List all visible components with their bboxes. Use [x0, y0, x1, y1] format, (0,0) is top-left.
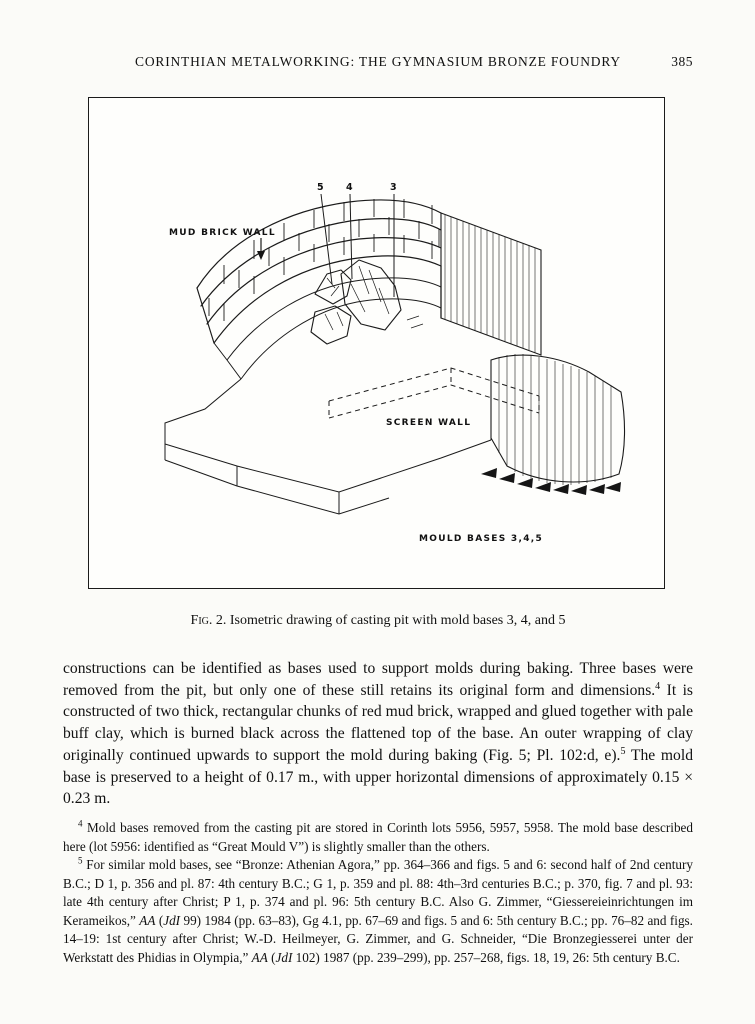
- mold-bases-cluster: [310, 259, 424, 345]
- figure-caption-label: Fig. 2.: [190, 613, 227, 628]
- footnote-4-number: 4: [78, 818, 83, 829]
- footnotes-block: 4 Mold bases removed from the casting pi…: [63, 819, 693, 967]
- footnote-5-text-5: 102) 1987 (pp. 239–299), pp. 257–268, fi…: [292, 949, 680, 965]
- running-head-title: CORINTHIAN METALWORKING: THE GYMNASIUM B…: [135, 54, 621, 69]
- body-text-part-1: constructions can be identified as bases…: [63, 660, 693, 699]
- mold-base-number-4: 4: [346, 182, 353, 193]
- footnote-5-text-4: (: [267, 949, 276, 965]
- running-head: CORINTHIAN METALWORKING: THE GYMNASIUM B…: [63, 54, 693, 70]
- down-arrow-icon: [257, 238, 265, 260]
- footnote-4: 4 Mold bases removed from the casting pi…: [63, 819, 693, 856]
- mud-brick-wall-lines: [196, 199, 442, 344]
- casting-pit-isometric-drawing: 5 4 3 MUD BRICK WALL SCREEN WALL MOULD B…: [164, 182, 626, 544]
- footnote-5-text-1: For similar mold bases, see “Bronze: Ath…: [63, 857, 693, 928]
- footnote-5: 5 For similar mold bases, see “Bronze: A…: [63, 856, 693, 967]
- body-text-part-2: It is constructed of two thick, rectangu…: [63, 681, 693, 764]
- footnote-5-italic-1: AA: [139, 912, 156, 928]
- body-paragraph: constructions can be identified as bases…: [63, 658, 693, 810]
- screen-wall-label: SCREEN WALL: [386, 418, 471, 428]
- footnote-ref-4: 4: [655, 680, 661, 692]
- body-text-part-3: The mold base is preserved to a height o…: [63, 746, 693, 808]
- number-leader-lines: [320, 193, 395, 297]
- figure-caption-text: Isometric drawing of casting pit with mo…: [226, 613, 566, 628]
- screen-wall-dashed-lines: [328, 367, 540, 419]
- footnote-5-number: 5: [78, 855, 83, 866]
- page-number: 385: [671, 54, 693, 69]
- figure-caption: Fig. 2. Isometric drawing of casting pit…: [63, 613, 693, 629]
- footnote-ref-5: 5: [620, 745, 626, 757]
- figure-2-box: 5 4 3 MUD BRICK WALL SCREEN WALL MOULD B…: [88, 97, 665, 589]
- right-hatched-wall: [440, 212, 542, 356]
- footnote-5-text-2: (: [155, 912, 164, 928]
- stake-row: [481, 468, 621, 495]
- footnote-5-italic-3: AA: [251, 949, 268, 965]
- mud-brick-wall-label: MUD BRICK WALL: [169, 228, 276, 238]
- footnote-5-italic-4: JdI: [275, 949, 293, 965]
- footnote-4-text: Mold bases removed from the casting pit …: [63, 820, 693, 854]
- mould-bases-label: MOULD BASES 3,4,5: [419, 534, 543, 544]
- pit-floor-lines: [164, 360, 492, 515]
- lower-hatched-wall: [490, 354, 626, 485]
- bench-ledge-lines: [213, 277, 442, 380]
- brick-joint-ticks: [208, 199, 440, 321]
- footnote-5-italic-2: JdI: [163, 912, 181, 928]
- mold-base-number-5: 5: [317, 182, 324, 193]
- footnote-5-text-3: 99) 1984 (pp. 63–83), Gg 4.1, pp. 67–69 …: [63, 912, 693, 965]
- mold-base-number-3: 3: [390, 182, 397, 193]
